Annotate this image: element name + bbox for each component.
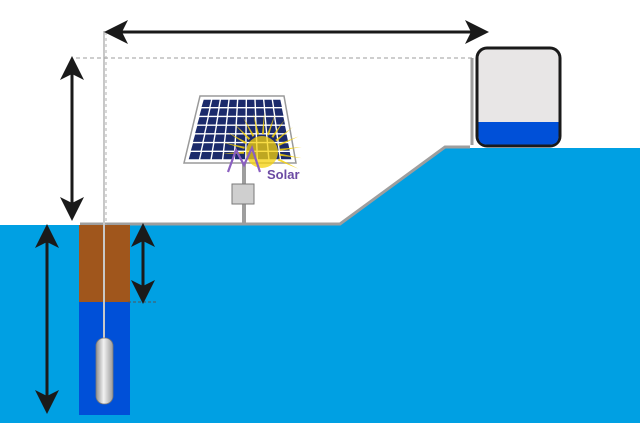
submersible-pump-icon: [95, 337, 114, 405]
solar-cell: [265, 117, 276, 125]
solar-cell: [265, 108, 274, 116]
solar-cell: [228, 99, 237, 108]
solar-cell: [236, 125, 246, 134]
solar-cell: [207, 117, 217, 125]
solar-cell: [227, 108, 237, 116]
sun-ray: [275, 126, 294, 142]
solar-cell: [192, 134, 205, 142]
water-pipe: [103, 31, 105, 345]
solar-cell: [190, 143, 203, 151]
solar-cell: [237, 108, 246, 116]
sun-core: [246, 136, 278, 168]
solar-cell: [217, 117, 227, 125]
solar-cell: [223, 151, 235, 160]
sun-ray: [278, 136, 299, 146]
solar-cell: [256, 117, 266, 125]
sun-ray: [233, 123, 251, 140]
solar-cell: [246, 117, 256, 125]
ground-terrain: [0, 148, 640, 423]
sun-ray: [261, 112, 265, 135]
solar-cell: [226, 125, 236, 134]
solar-cell: [256, 108, 265, 116]
solar-cell: [199, 108, 210, 116]
solar-cell: [218, 108, 228, 116]
solar-cell: [235, 134, 246, 142]
solar-cell: [219, 99, 229, 108]
sun-ray: [227, 132, 247, 145]
solar-cell: [237, 99, 246, 108]
sun-ray: [279, 147, 302, 151]
sun-ray: [253, 112, 260, 135]
water-tank-icon: [475, 46, 562, 148]
sun-logo-icon: Solar: [222, 112, 302, 182]
solar-cell: [213, 143, 224, 151]
solar-cell: [226, 117, 236, 125]
ground-surface-line: [80, 145, 470, 226]
sun-ray: [242, 116, 255, 137]
solar-cell: [225, 134, 235, 142]
solar-cell: [274, 108, 284, 116]
sun-ray: [279, 153, 302, 159]
solar-cell: [214, 134, 225, 142]
sun-ray: [271, 119, 285, 138]
solar-cell: [208, 108, 219, 116]
solar-cell: [246, 99, 255, 108]
solar-cell: [255, 99, 264, 108]
solar-cell: [195, 125, 206, 134]
solar-cell: [275, 117, 286, 125]
solar-cell: [201, 99, 211, 108]
solar-cell: [188, 151, 201, 160]
solar-cell: [236, 117, 246, 125]
solar-cell: [200, 151, 212, 160]
solar-cell: [210, 99, 220, 108]
controller-box-icon: [231, 183, 255, 205]
solar-cell: [203, 134, 215, 142]
logo-text: Solar: [267, 167, 300, 182]
sun-ray: [277, 158, 299, 169]
sun-ray: [223, 142, 245, 149]
solar-cell: [264, 99, 273, 108]
solar-cell: [246, 108, 255, 116]
solar-cell: [201, 143, 214, 151]
solar-cell: [215, 125, 226, 134]
sun-ray: [266, 114, 276, 136]
solar-cell: [205, 125, 216, 134]
solar-cell: [211, 151, 223, 160]
solar-cell: [197, 117, 208, 125]
solar-cell: [273, 99, 282, 108]
